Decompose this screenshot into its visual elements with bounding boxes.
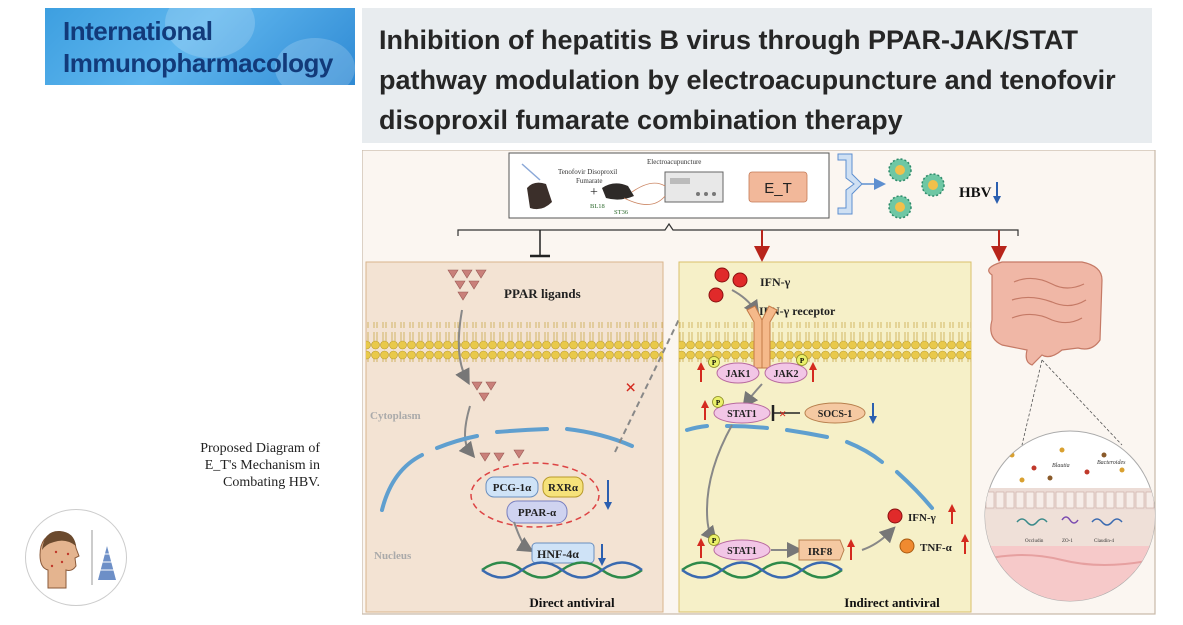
nucleus-label: Nucleus <box>374 550 412 562</box>
blocked-mark: × <box>625 377 636 399</box>
bacteroides-label: Bacteroides <box>1097 460 1126 466</box>
occludin-label: Occludin <box>1025 539 1044 544</box>
right-membrane <box>679 322 971 362</box>
drug-label-l1: Tenofovir Disoproxil <box>558 168 617 176</box>
article-title-box: Inhibition of hepatitis B virus through … <box>362 8 1152 143</box>
caption-line1: Proposed Diagram of <box>200 441 320 456</box>
acupoint-bl18: BL18 <box>590 203 605 210</box>
socs1-label: SOCS-1 <box>818 409 852 420</box>
hnf-label: HNF-4α <box>537 547 579 561</box>
left-nuclear-envelope <box>380 427 634 512</box>
mouse-icon <box>527 182 552 210</box>
right-nuclear-envelope <box>685 424 934 510</box>
ifn-receptor-label: IFN-γ receptor <box>759 304 836 318</box>
cytoplasm-label: Cytoplasm <box>370 410 421 422</box>
syringe-icon <box>521 163 541 181</box>
stat1-label: STAT1 <box>727 409 757 420</box>
hbv-virus-icons <box>888 158 945 219</box>
ifn-out-label: IFN-γ <box>908 512 936 524</box>
acupoint-st36: ST36 <box>614 209 629 216</box>
treatment-box: Tenofovir Disoproxil Fumarate + Electroa… <box>508 152 830 219</box>
journal-name-line2: Immunopharmacology <box>63 48 333 78</box>
ppar-alpha-label: PPAR-α <box>518 507 557 519</box>
acupuncture-badge <box>25 509 127 606</box>
caption-line3: Combating HBV. <box>223 475 320 490</box>
device-label: Electroacupuncture <box>647 158 701 166</box>
combo-label: E_T <box>764 180 792 197</box>
left-membrane <box>366 322 663 362</box>
mechanism-diagram: Tenofovir Disoproxil Fumarate + Electroa… <box>361 149 1156 620</box>
jak1-label: JAK1 <box>726 369 751 380</box>
direct-antiviral-label: Direct antiviral <box>529 595 615 610</box>
figure-caption: Proposed Diagram of E_T's Mechanism in C… <box>150 440 320 491</box>
journal-name-line1: International <box>63 16 213 46</box>
acupuncture-head-icon <box>39 530 116 589</box>
phospho-jak1: P <box>712 359 717 367</box>
irf8-label: IRF8 <box>808 546 833 558</box>
journal-logo: International Immunopharmacology <box>45 8 355 85</box>
intestine-icon <box>988 261 1103 366</box>
right-dna-helix <box>681 561 843 579</box>
indirect-antiviral-label: Indirect antiviral <box>844 595 940 610</box>
article-title: Inhibition of hepatitis B virus through … <box>379 25 1116 135</box>
stimulator-icon <box>664 171 724 203</box>
bracket-arrow <box>837 153 863 215</box>
jak2-label: JAK2 <box>774 369 799 380</box>
hbv-label: HBV <box>959 185 992 201</box>
rat-icon <box>602 183 634 200</box>
phospho-stat1: P <box>716 399 721 407</box>
left-dna-helix <box>481 561 643 579</box>
phospho-stat1-nuclear: P <box>712 537 717 545</box>
stat1-nuclear-label: STAT1 <box>727 546 757 557</box>
ppar-ligand-triangles <box>447 269 487 301</box>
phospho-jak2: P <box>800 357 805 365</box>
ppar-ligands-label: PPAR ligands <box>504 286 581 301</box>
claudin-label: Claudin-4 <box>1094 539 1114 544</box>
pcg-label: PCG-1α <box>493 482 532 494</box>
distribution-bracket <box>457 222 1019 236</box>
drug-label-l2: Fumarate <box>576 177 602 185</box>
caption-line2: E_T's Mechanism in <box>204 458 320 473</box>
ppar-complex <box>470 462 600 528</box>
rxr-label: RXRα <box>548 482 579 494</box>
zo1-label: ZO-1 <box>1062 539 1073 544</box>
gut-microbiota-zoom: Blautia Bacteroides Occludin ZO-1 Claudi… <box>984 430 1156 602</box>
tnf-label: TNF-α <box>920 542 953 554</box>
blautia-label: Blautia <box>1052 463 1070 469</box>
svg-text:×: × <box>779 406 786 421</box>
plus-sign: + <box>590 185 598 200</box>
ifn-gamma-label: IFN-γ <box>760 275 791 289</box>
ifn-receptor-icon <box>746 305 778 369</box>
combo-badge <box>748 171 808 203</box>
